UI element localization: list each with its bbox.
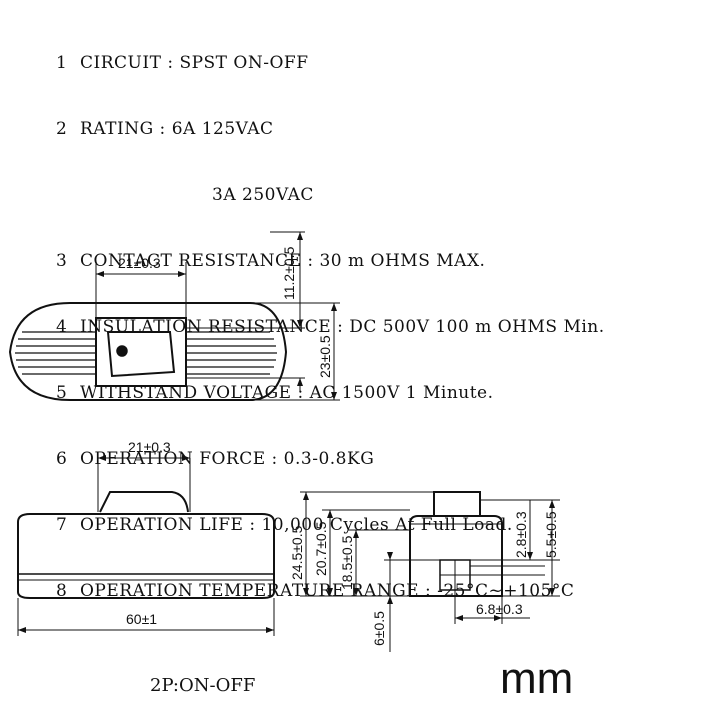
dim-end-h2: 20.7±0.5 (313, 521, 329, 576)
dim-end-width: 6.8±0.3 (476, 601, 523, 617)
dim-end-h5: 5.5±0.5 (543, 511, 559, 558)
dim-top-height-body: 23±0.5 (317, 335, 333, 378)
spec-line: 3A 250VAC (212, 185, 314, 205)
end-view (300, 491, 560, 652)
switch-type-label: 2P:ON-OFF (150, 675, 256, 696)
dim-side-button-width: 21±0.3 (128, 439, 171, 455)
dim-top-height-upper: 11.2±0.5 (281, 246, 297, 300)
unit-label: mm (500, 654, 574, 703)
dim-top-width: 21±0.3 (118, 255, 161, 271)
dim-end-bottom: 6±0.5 (371, 611, 387, 646)
dim-end-h1: 24.5±0.5 (289, 525, 305, 580)
side-view (17, 455, 275, 636)
top-view (8, 231, 340, 401)
dim-end-h3: 18.5±0.5 (339, 535, 355, 590)
dim-end-h4: 2.8±0.3 (513, 511, 529, 558)
dim-side-length: 60±1 (126, 611, 157, 627)
